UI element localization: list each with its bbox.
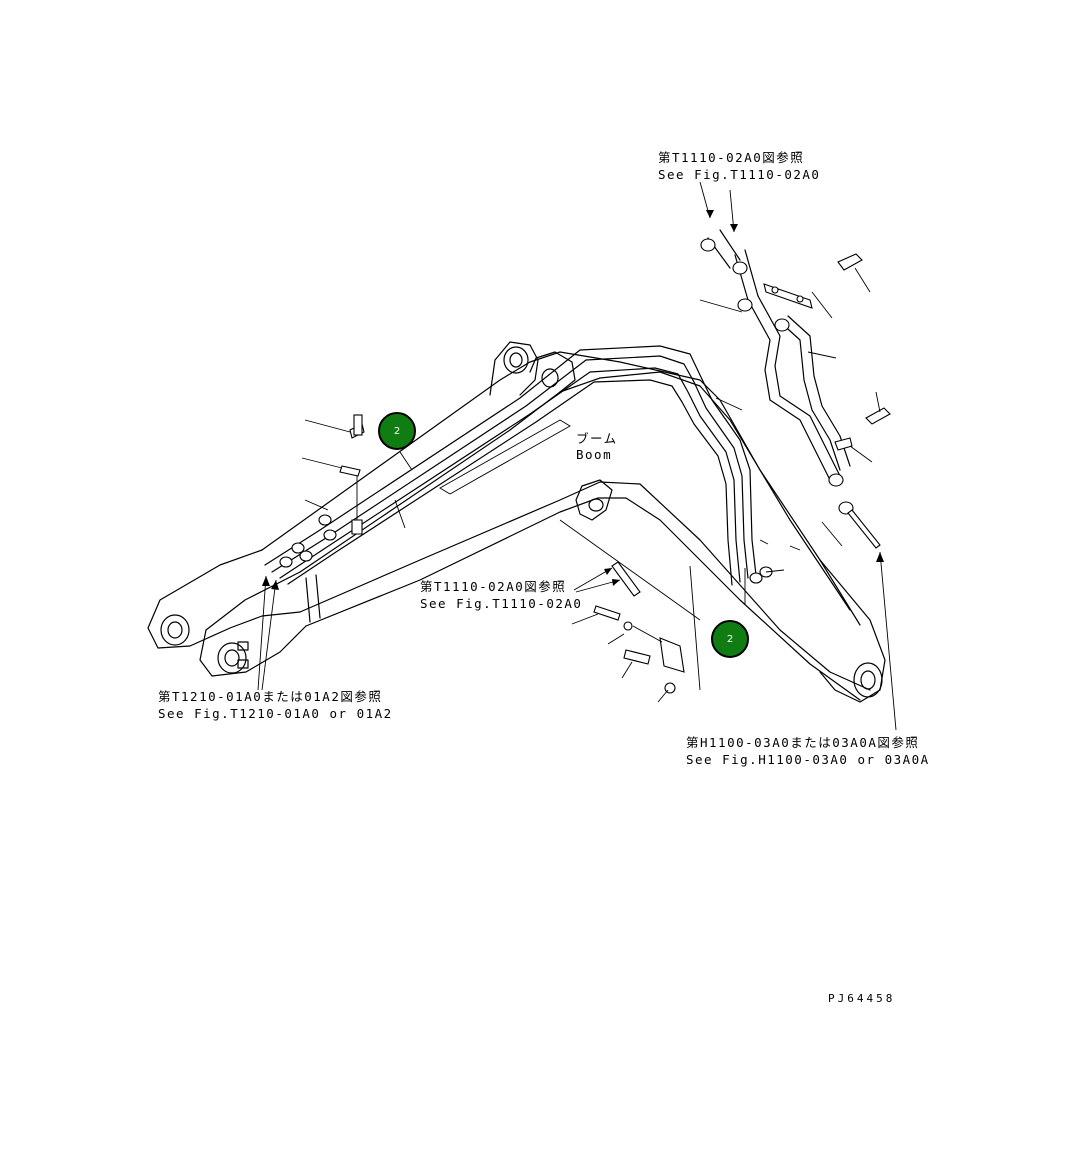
ref-label-right-en: See Fig.H1100-03A0 or 03A0A <box>686 752 930 767</box>
hydraulic-piping <box>264 229 891 694</box>
ref-label-right-jp: 第H1100-03A0または03A0A図参照 <box>686 735 920 750</box>
callout-2-lower[interactable]: 2 <box>711 620 749 658</box>
figure-id: PJ64458 <box>828 992 896 1005</box>
boom-structure <box>147 341 886 703</box>
ref-label-left-en: See Fig.T1210-01A0 or 01A2 <box>158 706 393 721</box>
boom-label-jp: ブーム <box>576 431 618 446</box>
ref-label-top-jp: 第T1110-02A0図参照 <box>658 150 805 165</box>
ref-label-middle-en: See Fig.T1110-02A0 <box>420 596 583 611</box>
ref-label-left-jp: 第T1210-01A0または01A2図参照 <box>158 689 383 704</box>
ref-label-top-en: See Fig.T1110-02A0 <box>658 167 821 182</box>
ref-label-middle-jp: 第T1110-02A0図参照 <box>420 579 567 594</box>
boom-label-en: Boom <box>576 447 613 462</box>
callout-2-upper[interactable]: 2 <box>378 412 416 450</box>
leader-lines <box>257 181 897 731</box>
